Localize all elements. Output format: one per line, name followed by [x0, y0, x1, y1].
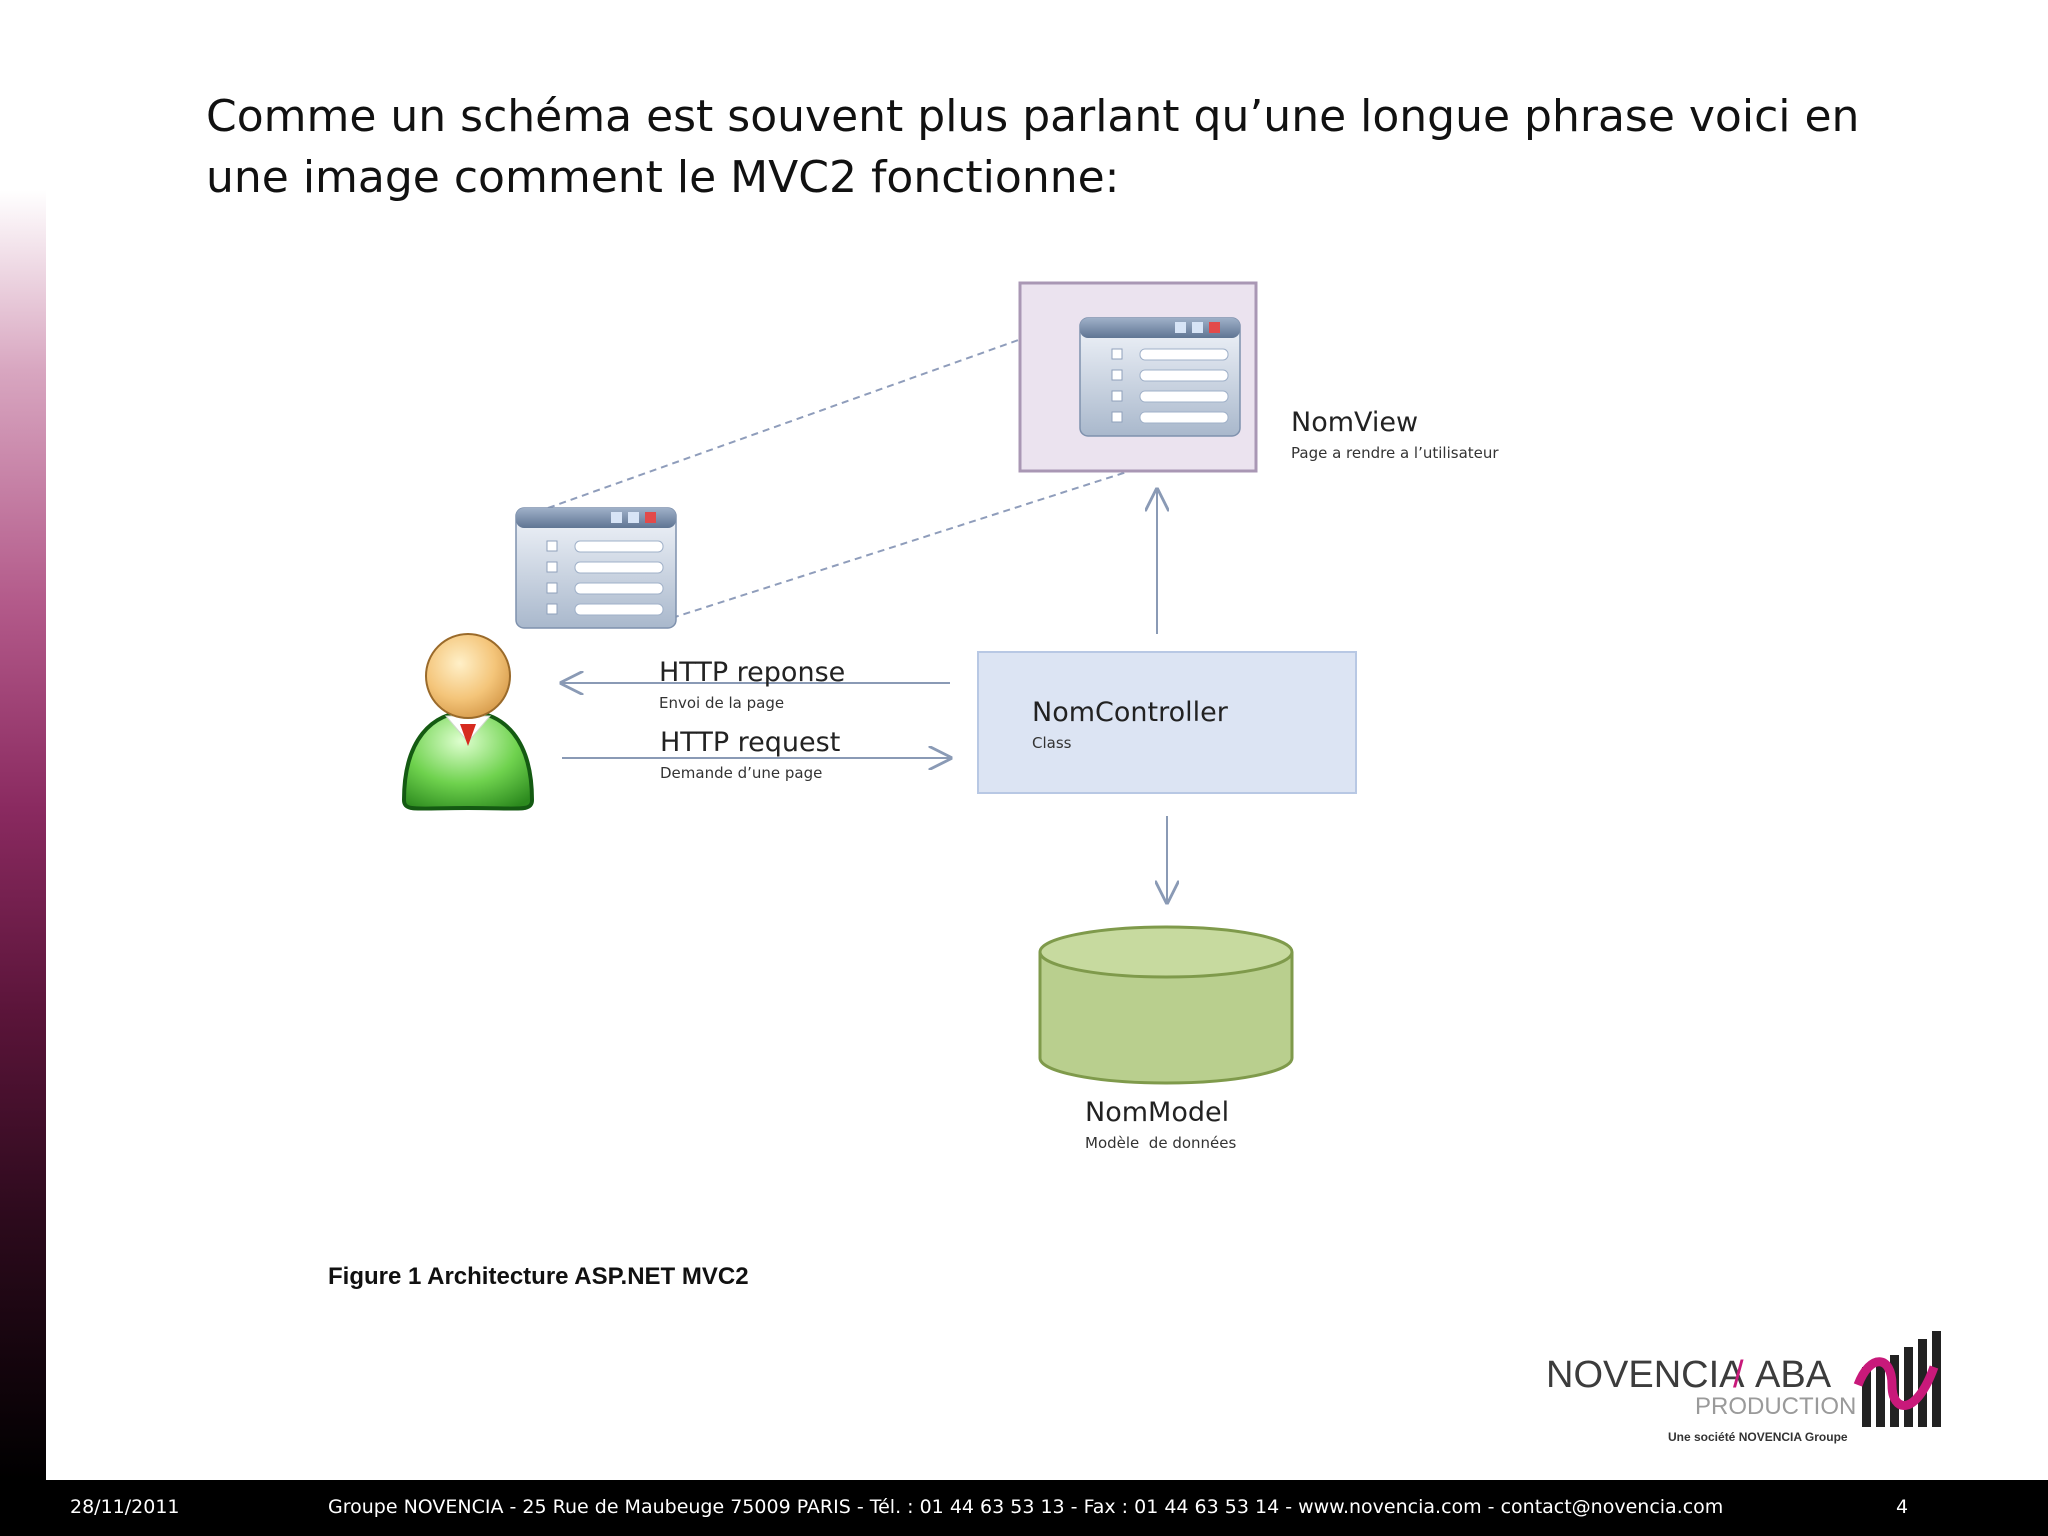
http-response-title: HTTP reponse	[659, 657, 845, 688]
controller-subtitle: Class	[1032, 734, 1072, 752]
model-subtitle: Modèle de données	[1085, 1134, 1236, 1152]
http-response-subtitle: Envoi de la page	[659, 694, 784, 712]
logo-brand2: ABA	[1755, 1354, 1832, 1396]
logo-tagline: Une société NOVENCIA Groupe	[1668, 1430, 1848, 1444]
novencia-aba-logo: NOVENCIA / ABA PRODUCTION Une société NO…	[1546, 1331, 1941, 1444]
logo-separator: /	[1733, 1354, 1744, 1396]
footer-page-number: 4	[1896, 1496, 1909, 1518]
logo-production: PRODUCTION	[1695, 1393, 1856, 1420]
model-title: NomModel	[1085, 1097, 1229, 1128]
projection-line-top	[547, 317, 1081, 509]
controller-title: NomController	[1032, 697, 1229, 728]
user-icon	[401, 633, 535, 811]
view-subtitle: Page a rendre a l’utilisateur	[1291, 444, 1499, 462]
http-request-subtitle: Demande d’une page	[660, 764, 822, 782]
slide: Comme un schéma est souvent plus parlant…	[0, 0, 2048, 1480]
view-title: NomView	[1291, 407, 1418, 438]
footer-bar: 28/11/2011 Groupe NOVENCIA - 25 Rue de M…	[0, 1480, 2048, 1536]
mvc2-diagram: NomView Page a rendre a l’utilisateur	[401, 281, 1499, 1152]
footer-address: Groupe NOVENCIA - 25 Rue de Maubeuge 750…	[328, 1496, 1724, 1518]
logo-brand: NOVENCIA	[1546, 1354, 1745, 1396]
figure-caption: Figure 1 Architecture ASP.NET MVC2	[328, 1263, 749, 1290]
model-cylinder	[1038, 925, 1294, 1085]
footer-date: 28/11/2011	[70, 1496, 180, 1518]
logo-mark-icon	[1853, 1331, 1941, 1427]
client-window-icon	[515, 507, 677, 629]
side-gradient-band	[0, 190, 46, 1480]
slide-heading: Comme un schéma est souvent plus parlant…	[206, 91, 1860, 203]
http-request-title: HTTP request	[660, 727, 840, 758]
controller-box	[977, 651, 1357, 794]
view-window-icon	[1079, 317, 1241, 437]
